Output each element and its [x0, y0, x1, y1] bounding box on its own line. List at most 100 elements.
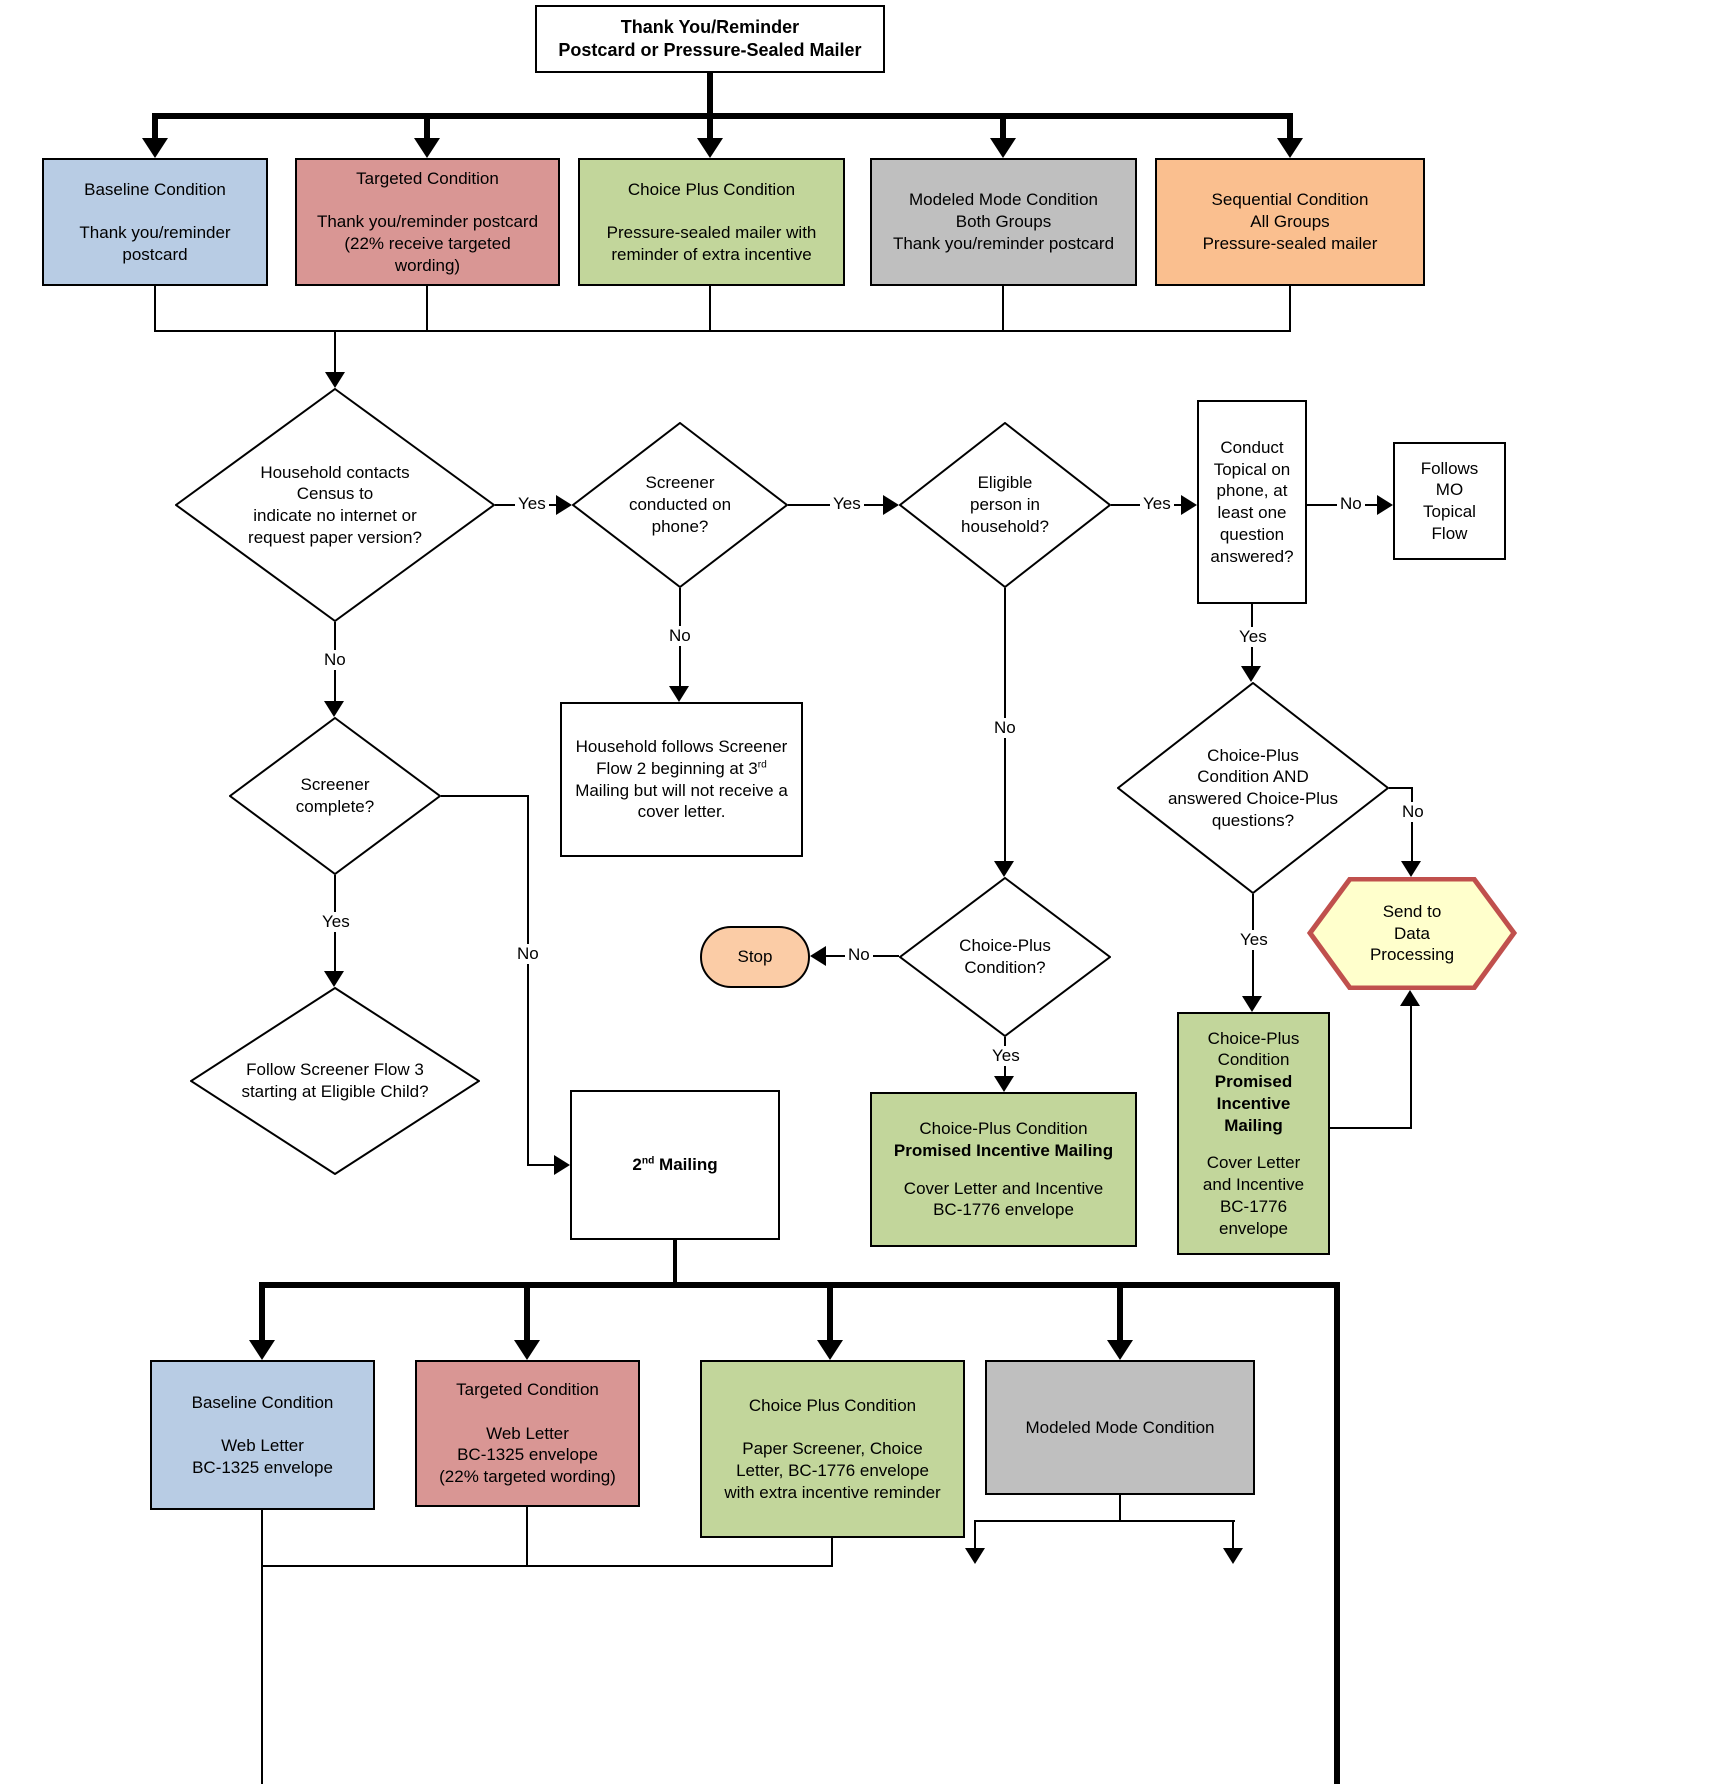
- condition-choice-plus-2: Choice Plus Condition Paper Screener, Ch…: [700, 1360, 965, 1538]
- decision-choice-plus-answered: Choice-Plus Condition AND answered Choic…: [1117, 682, 1389, 894]
- edge-label-yes: Yes: [989, 1046, 1023, 1066]
- edge-line: [527, 795, 529, 1166]
- decision-household-contact-text: Household contacts Census to indicate no…: [248, 462, 422, 547]
- arrowhead: [1401, 861, 1421, 877]
- arrowhead: [810, 946, 826, 966]
- arrowhead: [554, 1155, 570, 1175]
- edge-line: [707, 73, 713, 115]
- arrowhead: [249, 1340, 275, 1360]
- decision-screener-complete-text: Screener complete?: [295, 775, 375, 816]
- arrowhead: [1223, 1548, 1243, 1564]
- arrowhead: [324, 971, 344, 987]
- edge-line: [424, 119, 430, 142]
- edge-line: [154, 330, 1291, 332]
- process-promised-incentive-center: Choice-Plus Condition Promised Incentive…: [870, 1092, 1137, 1247]
- edge-line: [709, 286, 711, 332]
- edge-line: [441, 795, 529, 797]
- edge-label-no: No: [1399, 802, 1427, 822]
- edge-label-no: No: [514, 944, 542, 964]
- edge-line: [673, 1240, 677, 1284]
- arrowhead: [994, 1076, 1014, 1092]
- edge-label-yes: Yes: [319, 912, 353, 932]
- arrowhead: [817, 1340, 843, 1360]
- arrowhead: [325, 372, 345, 388]
- condition-sequential-1: Sequential Condition All Groups Pressure…: [1155, 158, 1425, 286]
- edge-line: [426, 286, 428, 332]
- edge-line: [261, 1565, 833, 1567]
- arrowhead: [324, 701, 344, 717]
- promised-right-title: Choice-Plus Condition: [1207, 1028, 1300, 1070]
- edge-line: [1389, 787, 1413, 789]
- terminator-stop: Stop: [700, 926, 810, 988]
- send-data-processing-text: Send to Data Processing: [1369, 901, 1455, 965]
- edge-line: [1411, 787, 1413, 861]
- edge-line: [974, 1520, 1235, 1522]
- promised-right-body: Cover Letter and Incentive BC-1776 envel…: [1202, 1153, 1305, 1238]
- edge-line: [152, 119, 158, 142]
- edge-line: [1002, 286, 1004, 332]
- decision-screener-flow3-text: Follow Screener Flow 3 starting at Eligi…: [241, 1060, 429, 1101]
- process-second-mailing: 2nd Mailing: [570, 1090, 780, 1240]
- condition-choice-plus-1: Choice Plus Condition Pressure-sealed ma…: [578, 158, 845, 286]
- edge-label-no: No: [666, 626, 694, 646]
- flow2-part2: Mailing but will not receive a cover let…: [575, 780, 788, 822]
- arrowhead: [1400, 990, 1420, 1006]
- edge-line: [827, 1288, 833, 1342]
- diamond-shape: [1117, 682, 1389, 894]
- edge-line: [1119, 1495, 1121, 1522]
- second-mailing-num: 2: [632, 1155, 642, 1175]
- edge-line: [259, 1282, 1340, 1288]
- arrowhead: [883, 495, 899, 515]
- second-mailing-rest: Mailing: [654, 1155, 718, 1175]
- process-screener-flow2: Household follows Screener Flow 2 beginn…: [560, 702, 803, 857]
- promised-center-bold: Promised Incentive Mailing: [893, 1140, 1114, 1160]
- edge-label-yes: Yes: [515, 494, 549, 514]
- edge-label-no: No: [1337, 494, 1365, 514]
- arrowhead: [142, 138, 168, 158]
- promised-right-bold: Promised Incentive Mailing: [1214, 1072, 1293, 1135]
- arrowhead: [990, 138, 1016, 158]
- hexagon-shape: [1307, 877, 1517, 990]
- diamond-shape: [899, 422, 1111, 588]
- condition-targeted-2: Targeted Condition Web Letter BC-1325 en…: [415, 1360, 640, 1507]
- promised-center-title: Choice-Plus Condition: [919, 1119, 1088, 1138]
- second-mailing-text: 2nd Mailing: [632, 1154, 717, 1176]
- diamond-shape: [175, 388, 495, 622]
- edge-line: [334, 332, 336, 374]
- screener-flow2-text: Household follows Screener Flow 2 beginn…: [568, 736, 795, 823]
- arrowhead: [1107, 1340, 1133, 1360]
- arrowhead: [1277, 138, 1303, 158]
- second-mailing-sup: nd: [641, 1155, 655, 1167]
- edge-line: [1289, 286, 1291, 332]
- edge-label-yes: Yes: [830, 494, 864, 514]
- edge-line: [1410, 1004, 1412, 1129]
- condition-baseline-2: Baseline Condition Web Letter BC-1325 en…: [150, 1360, 375, 1510]
- decision-choice-plus: Choice-Plus Condition?: [899, 877, 1111, 1037]
- edge-line: [526, 1507, 528, 1567]
- edge-line: [1000, 119, 1006, 142]
- edge-line: [1287, 119, 1293, 142]
- promised-center-body: Cover Letter and Incentive BC-1776 envel…: [903, 1178, 1104, 1220]
- flow2-sup: rd: [757, 759, 767, 771]
- edge-line: [831, 1538, 833, 1567]
- decision-screener-phone: Screener conducted on phone?: [572, 422, 788, 588]
- edge-line: [1232, 1522, 1234, 1548]
- edge-line: [1334, 1282, 1340, 1784]
- decision-household-contact: Household contacts Census to indicate no…: [175, 388, 495, 622]
- arrowhead: [556, 495, 572, 515]
- edge-label-yes: Yes: [1236, 627, 1270, 647]
- edge-line: [529, 1164, 556, 1166]
- edge-line: [154, 286, 156, 332]
- edge-label-no: No: [321, 650, 349, 670]
- edge-label-no: No: [845, 945, 873, 965]
- arrowhead: [514, 1340, 540, 1360]
- edge-label-yes: Yes: [1140, 494, 1174, 514]
- edge-line: [1117, 1288, 1123, 1342]
- start-node: Thank You/Reminder Postcard or Pressure-…: [535, 5, 885, 73]
- terminal-mo-topical-flow: Follows MO Topical Flow: [1393, 442, 1506, 560]
- decision-screener-complete: Screener complete?: [229, 717, 441, 875]
- condition-baseline-1: Baseline Condition Thank you/reminder po…: [42, 158, 268, 286]
- arrowhead: [1181, 495, 1197, 515]
- condition-modeled-1: Modeled Mode Condition Both Groups Thank…: [870, 158, 1137, 286]
- edge-line: [152, 113, 1293, 119]
